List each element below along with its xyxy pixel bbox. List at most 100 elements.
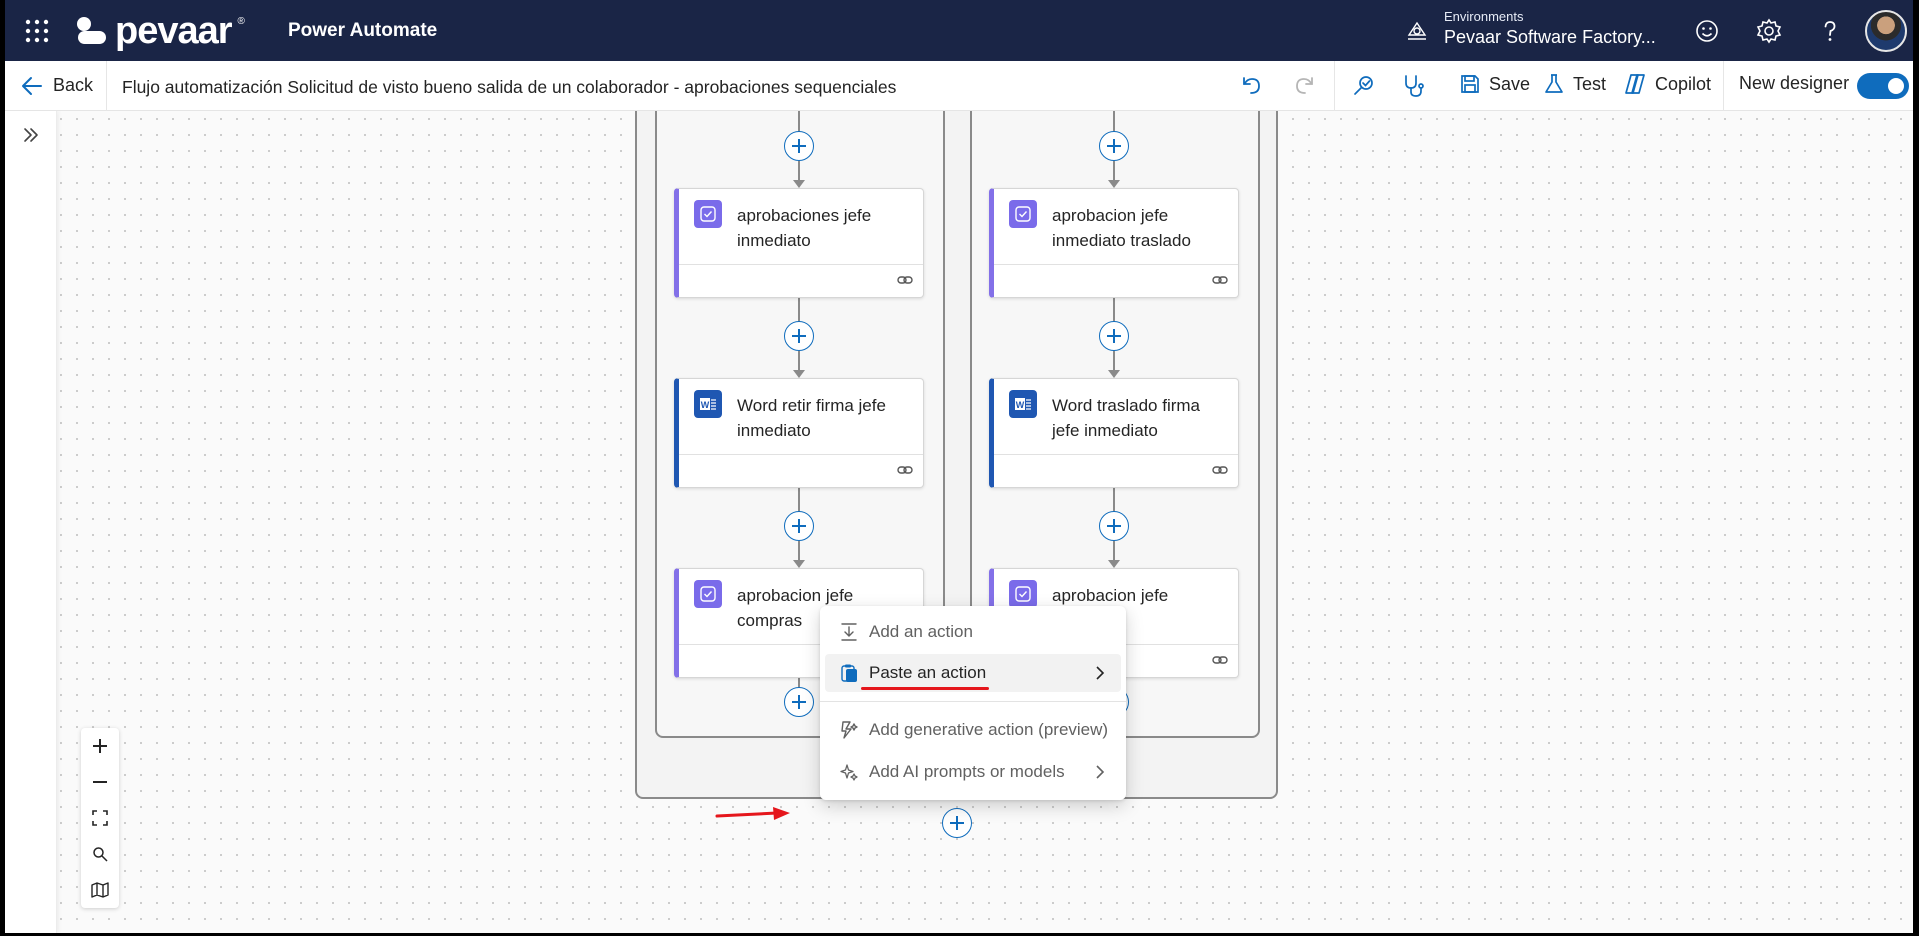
designer-canvas[interactable]: aprobaciones jefe inmediato W Word retir… — [5, 111, 1913, 933]
environment-picker[interactable]: Environments Pevaar Software Factory... — [1444, 9, 1656, 49]
test-label: Test — [1573, 73, 1607, 94]
brand-logo[interactable]: pevaar ® — [75, 12, 245, 50]
redo-icon[interactable] — [1292, 73, 1318, 99]
feedback-smile-icon[interactable] — [1693, 17, 1721, 45]
menu-item-paste-action[interactable]: Paste an action — [825, 654, 1121, 692]
action-card[interactable]: W Word retir firma jefe inmediato — [674, 378, 924, 488]
arrowhead — [793, 560, 805, 568]
save-label: Save — [1489, 73, 1531, 94]
link-icon[interactable] — [897, 464, 913, 476]
menu-item-add-action[interactable]: Add an action — [825, 613, 1121, 651]
connector — [1113, 161, 1115, 183]
card-title: aprobaciones jefe inmediato — [737, 206, 872, 250]
help-icon[interactable] — [1816, 17, 1844, 45]
new-designer-toggle[interactable] — [1857, 73, 1909, 99]
save-button[interactable]: Save — [1459, 73, 1530, 95]
menu-item-generative-action[interactable]: Add generative action (preview) — [825, 711, 1121, 749]
clipboard-icon — [841, 664, 857, 682]
add-step-button[interactable] — [1099, 511, 1129, 541]
add-step-button[interactable] — [1099, 321, 1129, 351]
new-designer-label: New designer — [1739, 73, 1850, 93]
connector — [1113, 487, 1115, 519]
minus-icon — [93, 781, 107, 783]
link-icon[interactable] — [897, 274, 913, 286]
user-avatar[interactable] — [1865, 10, 1907, 52]
action-card[interactable]: aprobaciones jefe inmediato — [674, 188, 924, 298]
approvals-icon — [694, 580, 722, 608]
flask-icon — [1545, 74, 1563, 93]
divider — [106, 61, 107, 111]
connector — [798, 297, 800, 329]
svg-text:W: W — [1016, 400, 1025, 410]
command-bar: Back Flujo automatización Solicitud de v… — [5, 61, 1913, 111]
back-label: Back — [53, 75, 94, 95]
search-button[interactable] — [81, 836, 119, 872]
stethoscope-icon[interactable] — [1401, 73, 1427, 99]
connector — [798, 677, 800, 693]
add-step-button-active[interactable] — [784, 687, 814, 717]
link-icon[interactable] — [1212, 654, 1228, 666]
back-button[interactable]: Back — [21, 75, 93, 96]
menu-item-label: Add generative action (preview) — [869, 720, 1109, 739]
undo-icon[interactable] — [1238, 73, 1264, 99]
add-step-button[interactable] — [1099, 131, 1129, 161]
connector — [1113, 297, 1115, 329]
environment-icon[interactable] — [1405, 19, 1429, 43]
approvals-icon — [694, 200, 722, 228]
environment-name: Pevaar Software Factory... — [1444, 27, 1656, 47]
card-footer — [994, 454, 1238, 455]
add-action-icon — [841, 623, 857, 641]
map-icon — [91, 882, 109, 898]
approvals-icon — [1009, 200, 1037, 228]
card-title: aprobacion jefe compras — [737, 586, 854, 630]
add-step-menu: Add an action Paste an action Add genera… — [820, 606, 1126, 800]
zoom-controls — [81, 728, 119, 908]
menu-item-label: Paste an action — [869, 663, 987, 682]
connector — [1113, 541, 1115, 563]
expand-panel-icon[interactable] — [21, 125, 41, 145]
connector — [798, 111, 800, 139]
app-name[interactable]: Power Automate — [288, 20, 438, 41]
ai-sparkle-icon — [840, 764, 858, 781]
plus-icon — [93, 739, 107, 753]
flow-title[interactable]: Flujo automatización Solicitud de visto … — [122, 77, 897, 97]
settings-gear-icon[interactable] — [1755, 17, 1783, 45]
link-icon[interactable] — [1212, 274, 1228, 286]
minimap-button[interactable] — [81, 872, 119, 908]
action-card[interactable]: W Word traslado firma jefe inmediato — [989, 378, 1239, 488]
add-step-button[interactable] — [942, 808, 972, 838]
chevron-right-icon — [1096, 765, 1105, 779]
search-icon — [93, 847, 108, 862]
link-icon[interactable] — [1212, 464, 1228, 476]
add-step-button[interactable] — [784, 511, 814, 541]
app-launcher-icon[interactable] — [24, 18, 50, 44]
copilot-button[interactable]: Copilot — [1623, 73, 1711, 95]
annotation-arrow-icon — [715, 807, 790, 820]
flow-checker-icon[interactable] — [1351, 73, 1377, 99]
app-frame: pevaar ® Power Automate Environments Pev… — [5, 0, 1913, 933]
menu-item-label: Add an action — [869, 622, 973, 641]
annotation-underline — [861, 687, 989, 690]
environment-label: Environments — [1444, 9, 1524, 24]
fit-view-button[interactable] — [81, 800, 119, 836]
add-step-button[interactable] — [784, 131, 814, 161]
copilot-icon — [1625, 74, 1645, 94]
menu-item-ai-prompts[interactable]: Add AI prompts or models — [825, 753, 1121, 791]
fit-view-icon — [92, 810, 108, 826]
add-step-button[interactable] — [784, 321, 814, 351]
card-title: Word retir firma jefe inmediato — [737, 396, 886, 440]
arrowhead — [1108, 370, 1120, 378]
word-icon: W — [1009, 390, 1037, 418]
card-footer — [679, 454, 923, 455]
connector — [1113, 111, 1115, 139]
generative-action-icon — [841, 721, 858, 739]
zoom-in-button[interactable] — [81, 728, 119, 764]
zoom-out-button[interactable] — [81, 764, 119, 800]
test-button[interactable]: Test — [1543, 73, 1606, 95]
arrowhead — [793, 370, 805, 378]
action-card[interactable]: aprobacion jefe inmediato traslado — [989, 188, 1239, 298]
menu-divider — [820, 701, 1126, 702]
copilot-label: Copilot — [1655, 73, 1712, 94]
top-bar: pevaar ® Power Automate Environments Pev… — [5, 0, 1913, 61]
connector — [798, 351, 800, 373]
